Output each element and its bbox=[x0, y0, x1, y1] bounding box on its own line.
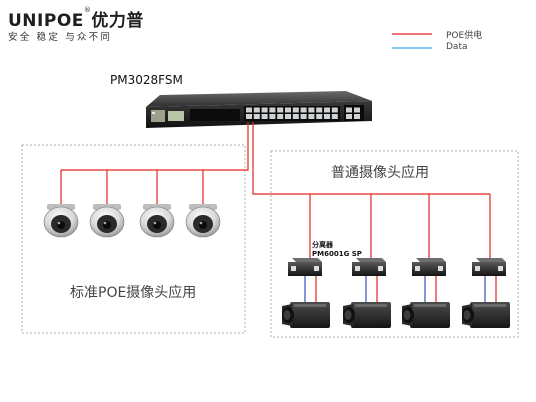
switch-port bbox=[316, 107, 323, 113]
splitter-label: 分离器 PM6001G SP bbox=[312, 241, 362, 259]
switch-port bbox=[277, 107, 284, 113]
splitter-label-cn: 分离器 bbox=[312, 241, 333, 249]
brand-slogan: 安全 稳定 与众不同 bbox=[8, 32, 113, 43]
box-camera-4 bbox=[462, 302, 510, 328]
dome-camera-2 bbox=[89, 204, 125, 238]
switch-port bbox=[331, 107, 338, 113]
switch-uplink-port bbox=[354, 114, 360, 119]
poe-splitter-1 bbox=[288, 258, 322, 276]
brand-name: UNIPOE bbox=[8, 11, 84, 31]
switch-port bbox=[261, 114, 268, 119]
switch-uplink-port bbox=[346, 107, 352, 113]
box-camera-1 bbox=[282, 302, 330, 328]
switch-port bbox=[253, 107, 260, 113]
poe-splitter-3 bbox=[412, 258, 446, 276]
normal-camera-group-label: 普通摄像头应用 bbox=[331, 165, 429, 181]
registered-mark: ® bbox=[83, 6, 92, 14]
switch-port bbox=[308, 107, 315, 113]
data-wiring bbox=[304, 276, 486, 302]
switch-port bbox=[246, 107, 252, 113]
poe-switch bbox=[146, 91, 372, 128]
switch-to-splitter-trunk bbox=[252, 122, 490, 195]
switch-port bbox=[316, 114, 323, 119]
switch-port bbox=[285, 107, 291, 113]
switch-port bbox=[269, 114, 276, 119]
standard-poe-group-label: 标准POE摄像头应用 bbox=[70, 285, 197, 301]
switch-port bbox=[331, 114, 338, 119]
box-camera-3 bbox=[402, 302, 450, 328]
switch-port bbox=[277, 114, 284, 119]
switch-port bbox=[246, 114, 252, 119]
switch-to-dome-trunk bbox=[61, 122, 249, 171]
brand-name-cn: 优力普 bbox=[91, 11, 144, 31]
normal-camera-group-border bbox=[270, 150, 519, 338]
switch-port bbox=[300, 107, 307, 113]
splitter-label-model: PM6001G SP bbox=[312, 250, 362, 258]
switch-ports bbox=[246, 107, 360, 119]
poe-splitter-4 bbox=[472, 258, 506, 276]
switch-port bbox=[300, 114, 307, 119]
switch-uplink-port bbox=[354, 107, 360, 113]
switch-label: PM3028FSM bbox=[110, 73, 183, 87]
switch-port bbox=[253, 114, 260, 119]
dome-camera-4 bbox=[185, 204, 221, 238]
box-camera-2 bbox=[343, 302, 391, 328]
power-wiring bbox=[60, 122, 497, 302]
switch-port bbox=[308, 114, 315, 119]
poe-splitter-2 bbox=[352, 258, 386, 276]
standard-poe-group-border bbox=[21, 144, 246, 334]
legend-power-label: POE供电 bbox=[446, 31, 483, 41]
dome-camera-1 bbox=[43, 204, 79, 238]
brand-logo: UNIPOE®优力普 bbox=[8, 6, 144, 31]
switch-port bbox=[285, 114, 291, 119]
switch-port bbox=[324, 114, 330, 119]
switch-port bbox=[292, 114, 299, 119]
legend-data-label: Data bbox=[446, 42, 468, 52]
switch-port bbox=[269, 107, 276, 113]
switch-uplink-port bbox=[346, 114, 352, 119]
switch-port bbox=[324, 107, 330, 113]
switch-port bbox=[292, 107, 299, 113]
dome-camera-3 bbox=[139, 204, 175, 238]
switch-port bbox=[261, 107, 268, 113]
